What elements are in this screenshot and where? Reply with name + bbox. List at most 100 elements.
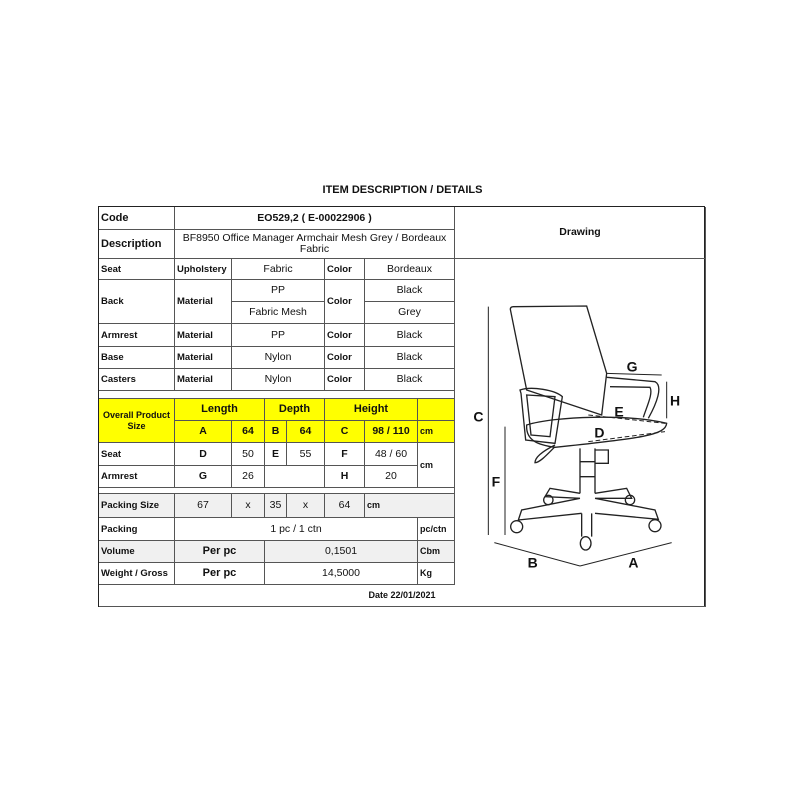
- height-header: Height: [325, 399, 418, 421]
- component-part: Seat: [99, 259, 175, 280]
- label-b: B: [528, 554, 538, 570]
- blank: [418, 399, 455, 421]
- component-material: PP: [232, 324, 325, 347]
- description-label: Description: [99, 230, 175, 259]
- label-a: A: [628, 554, 638, 570]
- times: x: [232, 494, 265, 518]
- base-legs: [517, 487, 660, 537]
- dim-e-value: 55: [287, 443, 325, 466]
- dim-h: H: [325, 466, 365, 488]
- component-color: Black: [365, 324, 455, 347]
- label-f: F: [492, 474, 501, 490]
- description-value: BF8950 Office Manager Armchair Mesh Grey…: [175, 230, 455, 259]
- component-color-label: Color: [325, 347, 365, 369]
- packing-value: 1 pc / 1 ctn: [175, 518, 418, 541]
- dim-e: E: [265, 443, 287, 466]
- backrest: [509, 305, 608, 416]
- unit: cm: [418, 443, 455, 488]
- code-value: EO529,2 ( E-00022906 ): [175, 207, 455, 230]
- dim-g-value: 26: [232, 466, 265, 488]
- right-armrest: [606, 376, 660, 419]
- dim-b-value: 64: [287, 421, 325, 443]
- dimension-b: [494, 542, 581, 567]
- component-color-label: Color: [325, 324, 365, 347]
- component-material: Nylon: [232, 369, 325, 391]
- label-h: H: [670, 393, 680, 409]
- document-title: ITEM DESCRIPTION / DETAILS: [322, 184, 483, 196]
- dimension-a: [579, 542, 672, 567]
- packing-size-label: Packing Size: [99, 494, 175, 518]
- code-label: Code: [99, 207, 175, 230]
- component-material: Fabric Mesh: [232, 302, 325, 324]
- unit: cm: [365, 494, 455, 518]
- depth-header: Depth: [265, 399, 325, 421]
- component-attr: Material: [175, 347, 232, 369]
- component-part: Back: [99, 280, 175, 324]
- length-header: Length: [175, 399, 265, 421]
- dim-a: A: [175, 421, 232, 443]
- component-material: Fabric: [232, 259, 325, 280]
- component-part: Casters: [99, 369, 175, 391]
- dim-f-value: 48 / 60: [365, 443, 418, 466]
- caster: [579, 535, 592, 551]
- times: x: [287, 494, 325, 518]
- packing-length: 67: [175, 494, 232, 518]
- packing-label: Packing: [99, 518, 175, 541]
- component-material: Nylon: [232, 347, 325, 369]
- weight-value: 14,5000: [265, 563, 418, 585]
- spacer: [99, 391, 455, 399]
- mechanism: [595, 449, 609, 464]
- dim-f: F: [325, 443, 365, 466]
- dim-d: D: [175, 443, 232, 466]
- left-armrest: [519, 387, 564, 445]
- dim-c: C: [325, 421, 365, 443]
- unit: pc/ctn: [418, 518, 455, 541]
- packing-height: 64: [325, 494, 365, 518]
- component-color: Bordeaux: [365, 259, 455, 280]
- component-color-label: Color: [325, 259, 365, 280]
- dim-d-value: 50: [232, 443, 265, 466]
- label-e: E: [614, 404, 623, 420]
- drawing-label: Drawing: [455, 207, 706, 259]
- per-pc: Per pc: [175, 563, 265, 585]
- component-material: PP: [232, 280, 325, 302]
- label-c: C: [473, 409, 483, 425]
- dim-g: G: [175, 466, 232, 488]
- spacer: [99, 488, 455, 494]
- lever: [534, 444, 556, 464]
- unit: Cbm: [418, 541, 455, 563]
- dim-b: B: [265, 421, 287, 443]
- per-pc: Per pc: [175, 541, 265, 563]
- packing-width: 35: [265, 494, 287, 518]
- dim-c-value: 98 / 110: [365, 421, 418, 443]
- component-attr: Material: [175, 324, 232, 347]
- unit: Kg: [418, 563, 455, 585]
- dim-h-value: 20: [365, 466, 418, 488]
- component-color-label: Color: [325, 280, 365, 324]
- blank: [265, 466, 325, 488]
- volume-label: Volume: [99, 541, 175, 563]
- component-part: Armrest: [99, 324, 175, 347]
- dimension-e: [588, 414, 666, 424]
- label-g: G: [627, 359, 638, 375]
- unit: cm: [418, 421, 455, 443]
- component-attr: Material: [175, 280, 232, 324]
- component-color: Black: [365, 280, 455, 302]
- volume-value: 0,1501: [265, 541, 418, 563]
- component-color: Grey: [365, 302, 455, 324]
- caster: [624, 494, 636, 506]
- component-color-label: Color: [325, 369, 365, 391]
- seat-label: Seat: [99, 443, 175, 466]
- date: Date 22/01/2021: [99, 585, 706, 607]
- caster: [509, 520, 524, 534]
- component-attr: Upholstery: [175, 259, 232, 280]
- overall-size-label: Overall Product Size: [99, 399, 175, 443]
- caster: [543, 494, 554, 506]
- chair-drawing: C F B A G H E D: [473, 305, 680, 570]
- component-part: Base: [99, 347, 175, 369]
- armrest-label: Armrest: [99, 466, 175, 488]
- label-d: D: [594, 424, 604, 440]
- caster: [648, 519, 662, 533]
- weight-label: Weight / Gross: [99, 563, 175, 585]
- component-color: Black: [365, 369, 455, 391]
